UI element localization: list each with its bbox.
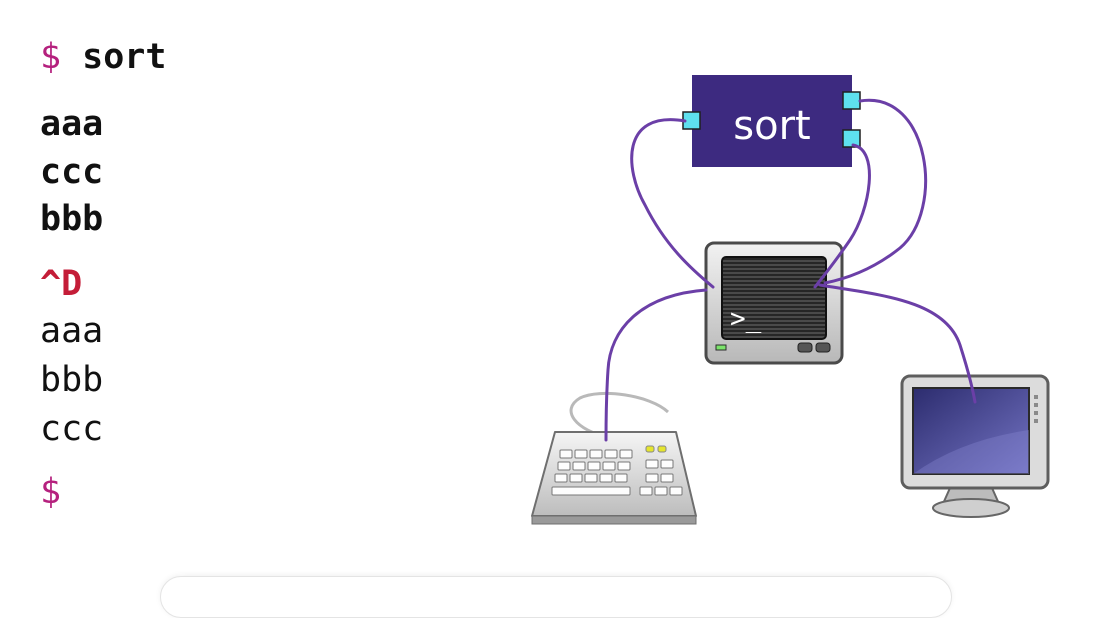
command-line: $ sort (40, 37, 166, 77)
wire-keyboard-to-terminal (604, 288, 708, 442)
input-line-1: aaa (40, 104, 104, 144)
wire-stderr-to-terminal (813, 143, 871, 289)
keyboard-icon (531, 391, 697, 525)
eof-marker: ^D (40, 264, 83, 304)
final-prompt: $ (40, 472, 62, 512)
wire-stdout-to-terminal (823, 98, 928, 285)
terminal-computer-icon: >_ (704, 241, 844, 365)
output-line-3: ccc (40, 409, 104, 449)
wire-terminal-to-stdin (630, 118, 715, 289)
stderr-port (842, 129, 861, 148)
shell-prompt: $ (40, 37, 62, 77)
pipeline-diagram: >_ sort (531, 75, 1050, 525)
output-line-2: bbb (40, 360, 104, 400)
content-card (160, 576, 952, 618)
display-monitor-icon (900, 374, 1050, 518)
terminal-prompt-glyph: >_ (730, 304, 762, 334)
stdout-port (842, 91, 861, 110)
input-line-2: ccc (40, 152, 104, 192)
command-text: sort (82, 37, 167, 77)
wire-terminal-to-display (818, 283, 977, 404)
output-line-1: aaa (40, 311, 104, 351)
process-label: sort (733, 103, 810, 149)
data-flow-wires (604, 98, 977, 442)
sort-process-box: sort (682, 75, 861, 167)
input-line-3: bbb (40, 199, 104, 239)
